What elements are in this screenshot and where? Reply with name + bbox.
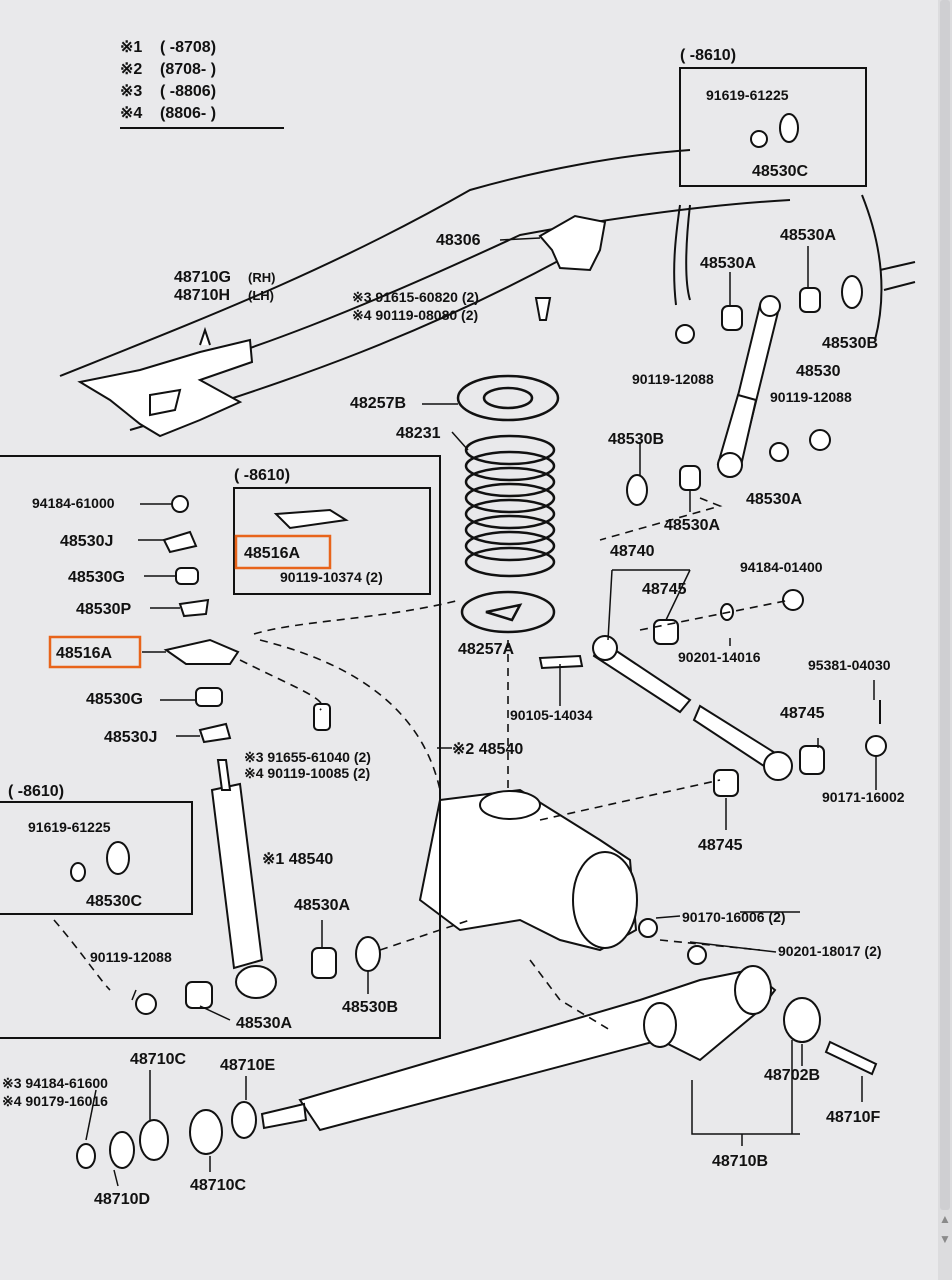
label-94184-61000: 94184-61000 — [32, 495, 115, 511]
label-94184-61600: ※3 94184-61600 — [2, 1075, 108, 1091]
label-48530A-3: 48530A — [746, 491, 802, 508]
label-48516A-left: 48516A — [56, 645, 112, 662]
label-48540-1: ※1 48540 — [262, 851, 333, 868]
label-90119-10085: ※4 90119-10085 (2) — [244, 765, 370, 781]
label-91615-60820: ※3 91615-60820 (2) — [352, 289, 479, 305]
label-48710D: 48710D — [94, 1191, 150, 1208]
label-48710G: 48710G — [174, 269, 231, 286]
label-90171-16002: 90171-16002 — [822, 789, 905, 805]
label-48745-2: 48745 — [780, 705, 825, 722]
label-48257B: 48257B — [350, 395, 406, 412]
shock-absorber-rear — [626, 275, 863, 506]
mid-inset-range: ( -8610) — [234, 467, 290, 484]
bushing-group — [76, 1101, 257, 1169]
legend-row-3-range: ( -8806) — [160, 83, 216, 100]
vertical-scrollbar[interactable]: ▲ ▼ — [938, 0, 952, 1280]
label-95381-04030: 95381-04030 — [808, 657, 891, 673]
label-90119-12088-1: 90119-12088 — [632, 371, 714, 387]
label-90201-18017: 90201-18017 (2) — [778, 943, 882, 959]
label-48710E: 48710E — [220, 1057, 275, 1074]
label-48516A-top: 48516A — [244, 545, 300, 562]
label-94184-01400: 94184-01400 — [740, 559, 823, 575]
coil-spring — [456, 374, 560, 634]
label-48530G-2: 48530G — [86, 691, 143, 708]
label-48530J-1: 48530J — [60, 533, 113, 550]
highlight-box-left — [48, 635, 142, 669]
label-48740: 48740 — [610, 543, 655, 560]
legend-row-1-range: ( -8708) — [160, 39, 216, 56]
top-right-inset: ( -8610) — [679, 47, 867, 187]
legend: ※1 ( -8708) ※2 (8708- ) ※3 ( -8806) ※4 (… — [120, 39, 284, 129]
legend-row-2-mark: ※2 — [120, 61, 142, 78]
legend-row-4-mark: ※4 — [120, 105, 142, 122]
dashed-leaders — [53, 497, 791, 1031]
label-48710B: 48710B — [712, 1153, 768, 1170]
label-90119-08080: ※4 90119-08080 (2) — [352, 307, 478, 323]
inset-range-top: ( -8610) — [680, 47, 736, 64]
label-48745-1: 48745 — [642, 581, 687, 598]
label-91619-61225-top: 91619-61225 — [706, 87, 789, 103]
label-48540-2: ※2 48540 — [452, 741, 523, 758]
label-91619-61225-left: 91619-61225 — [28, 819, 111, 835]
lower-control-arm — [260, 965, 878, 1132]
label-91655-61040: ※3 91655-61040 (2) — [244, 749, 371, 765]
leader-lines — [85, 237, 877, 1187]
label-48530A-6: 48530A — [236, 1015, 292, 1032]
legend-row-2-range: (8708- ) — [160, 61, 216, 78]
left-inset-range: ( -8610) — [8, 783, 64, 800]
lateral-rod-48740 — [538, 589, 887, 797]
label-48530C-top: 48530C — [752, 163, 808, 180]
label-48530A-2: 48530A — [700, 255, 756, 272]
label-90201-14016: 90201-14016 — [678, 649, 761, 665]
bracket-48306 — [534, 214, 607, 321]
label-48530A-4: 48530A — [664, 517, 720, 534]
scroll-down-arrow-icon[interactable]: ▼ — [939, 1232, 951, 1246]
label-48530B-3: 48530B — [342, 999, 398, 1016]
label-rh: (RH) — [248, 270, 275, 285]
label-48231: 48231 — [396, 425, 441, 442]
label-48530C-left: 48530C — [86, 893, 142, 910]
label-48530G-1: 48530G — [68, 569, 125, 586]
legend-row-3-mark: ※3 — [120, 83, 142, 100]
label-48530B-1: 48530B — [822, 335, 878, 352]
scroll-up-arrow-icon[interactable]: ▲ — [939, 1212, 951, 1226]
label-90119-12088-3: 90119-12088 — [90, 949, 172, 965]
label-90105-14034: 90105-14034 — [510, 707, 593, 723]
label-90179-16016: ※4 90179-16016 — [2, 1093, 108, 1109]
label-90119-10374: 90119-10374 (2) — [280, 569, 383, 585]
axle-housing — [418, 788, 707, 965]
legend-row-4-range: (8806- ) — [160, 105, 216, 122]
label-48710F: 48710F — [826, 1109, 880, 1126]
label-90170-16006: 90170-16006 (2) — [682, 909, 786, 925]
highlight-48516A-top[interactable]: 48516A — [234, 534, 332, 570]
label-48530J-2: 48530J — [104, 729, 157, 746]
label-48530P: 48530P — [76, 601, 131, 618]
highlight-box-top — [234, 534, 332, 570]
highlight-48516A-left[interactable]: 48516A — [48, 635, 142, 669]
cushion-part — [779, 113, 799, 143]
label-48530A-5: 48530A — [294, 897, 350, 914]
bracket-48710 — [77, 326, 254, 438]
label-48702B: 48702B — [764, 1067, 820, 1084]
nut-part — [750, 130, 768, 148]
label-48306: 48306 — [436, 232, 481, 249]
label-48745-3: 48745 — [698, 837, 743, 854]
label-48257A: 48257A — [458, 641, 514, 658]
scrollbar-thumb[interactable] — [940, 0, 950, 1210]
label-48710C-1: 48710C — [130, 1051, 186, 1068]
label-lh: (LH) — [248, 288, 274, 303]
label-48530: 48530 — [796, 363, 841, 380]
part-labels: 91619-61225 48530C 48306 48530A 48530A 4… — [2, 87, 905, 1208]
label-48530B-2: 48530B — [608, 431, 664, 448]
label-48710C-2: 48710C — [190, 1177, 246, 1194]
label-48710H: 48710H — [174, 287, 230, 304]
legend-row-1-mark: ※1 — [120, 39, 142, 56]
label-48530A-1: 48530A — [780, 227, 836, 244]
label-90119-12088-2: 90119-12088 — [770, 389, 852, 405]
left-inset: ( -8610) ( -8610) — [0, 455, 441, 1039]
